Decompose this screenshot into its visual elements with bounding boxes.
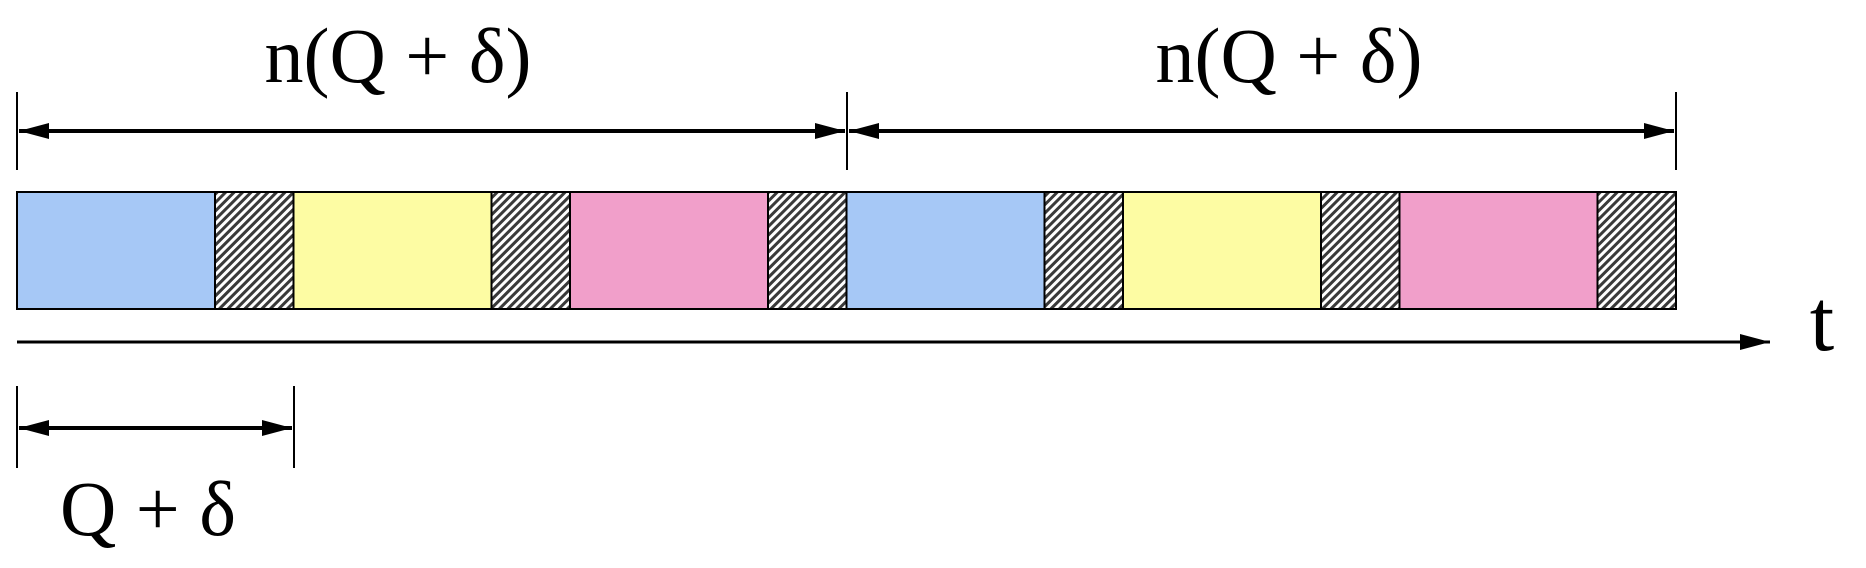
switch-slot-8 <box>1043 191 1124 310</box>
switch-slot-10 <box>1320 191 1401 310</box>
switch-slot-2 <box>214 191 295 310</box>
quantum-slot-5 <box>569 191 769 310</box>
switch-slot-12 <box>1596 191 1677 310</box>
time-axis-label: t <box>1810 273 1834 370</box>
schedule-bar <box>16 191 1677 310</box>
quantum-slot-11 <box>1398 191 1599 310</box>
period-label-1: n(Q + δ) <box>264 12 531 99</box>
quantum-slot-9 <box>1122 191 1322 310</box>
switch-slot-6 <box>767 191 848 310</box>
quantum-slot-7 <box>845 191 1046 310</box>
quantum-slot-1 <box>16 191 216 310</box>
quantum-slot-3 <box>292 191 493 310</box>
period-label-2: n(Q + δ) <box>1155 12 1422 99</box>
quantum-label: Q + δ <box>60 465 236 552</box>
switch-slot-4 <box>490 191 571 310</box>
